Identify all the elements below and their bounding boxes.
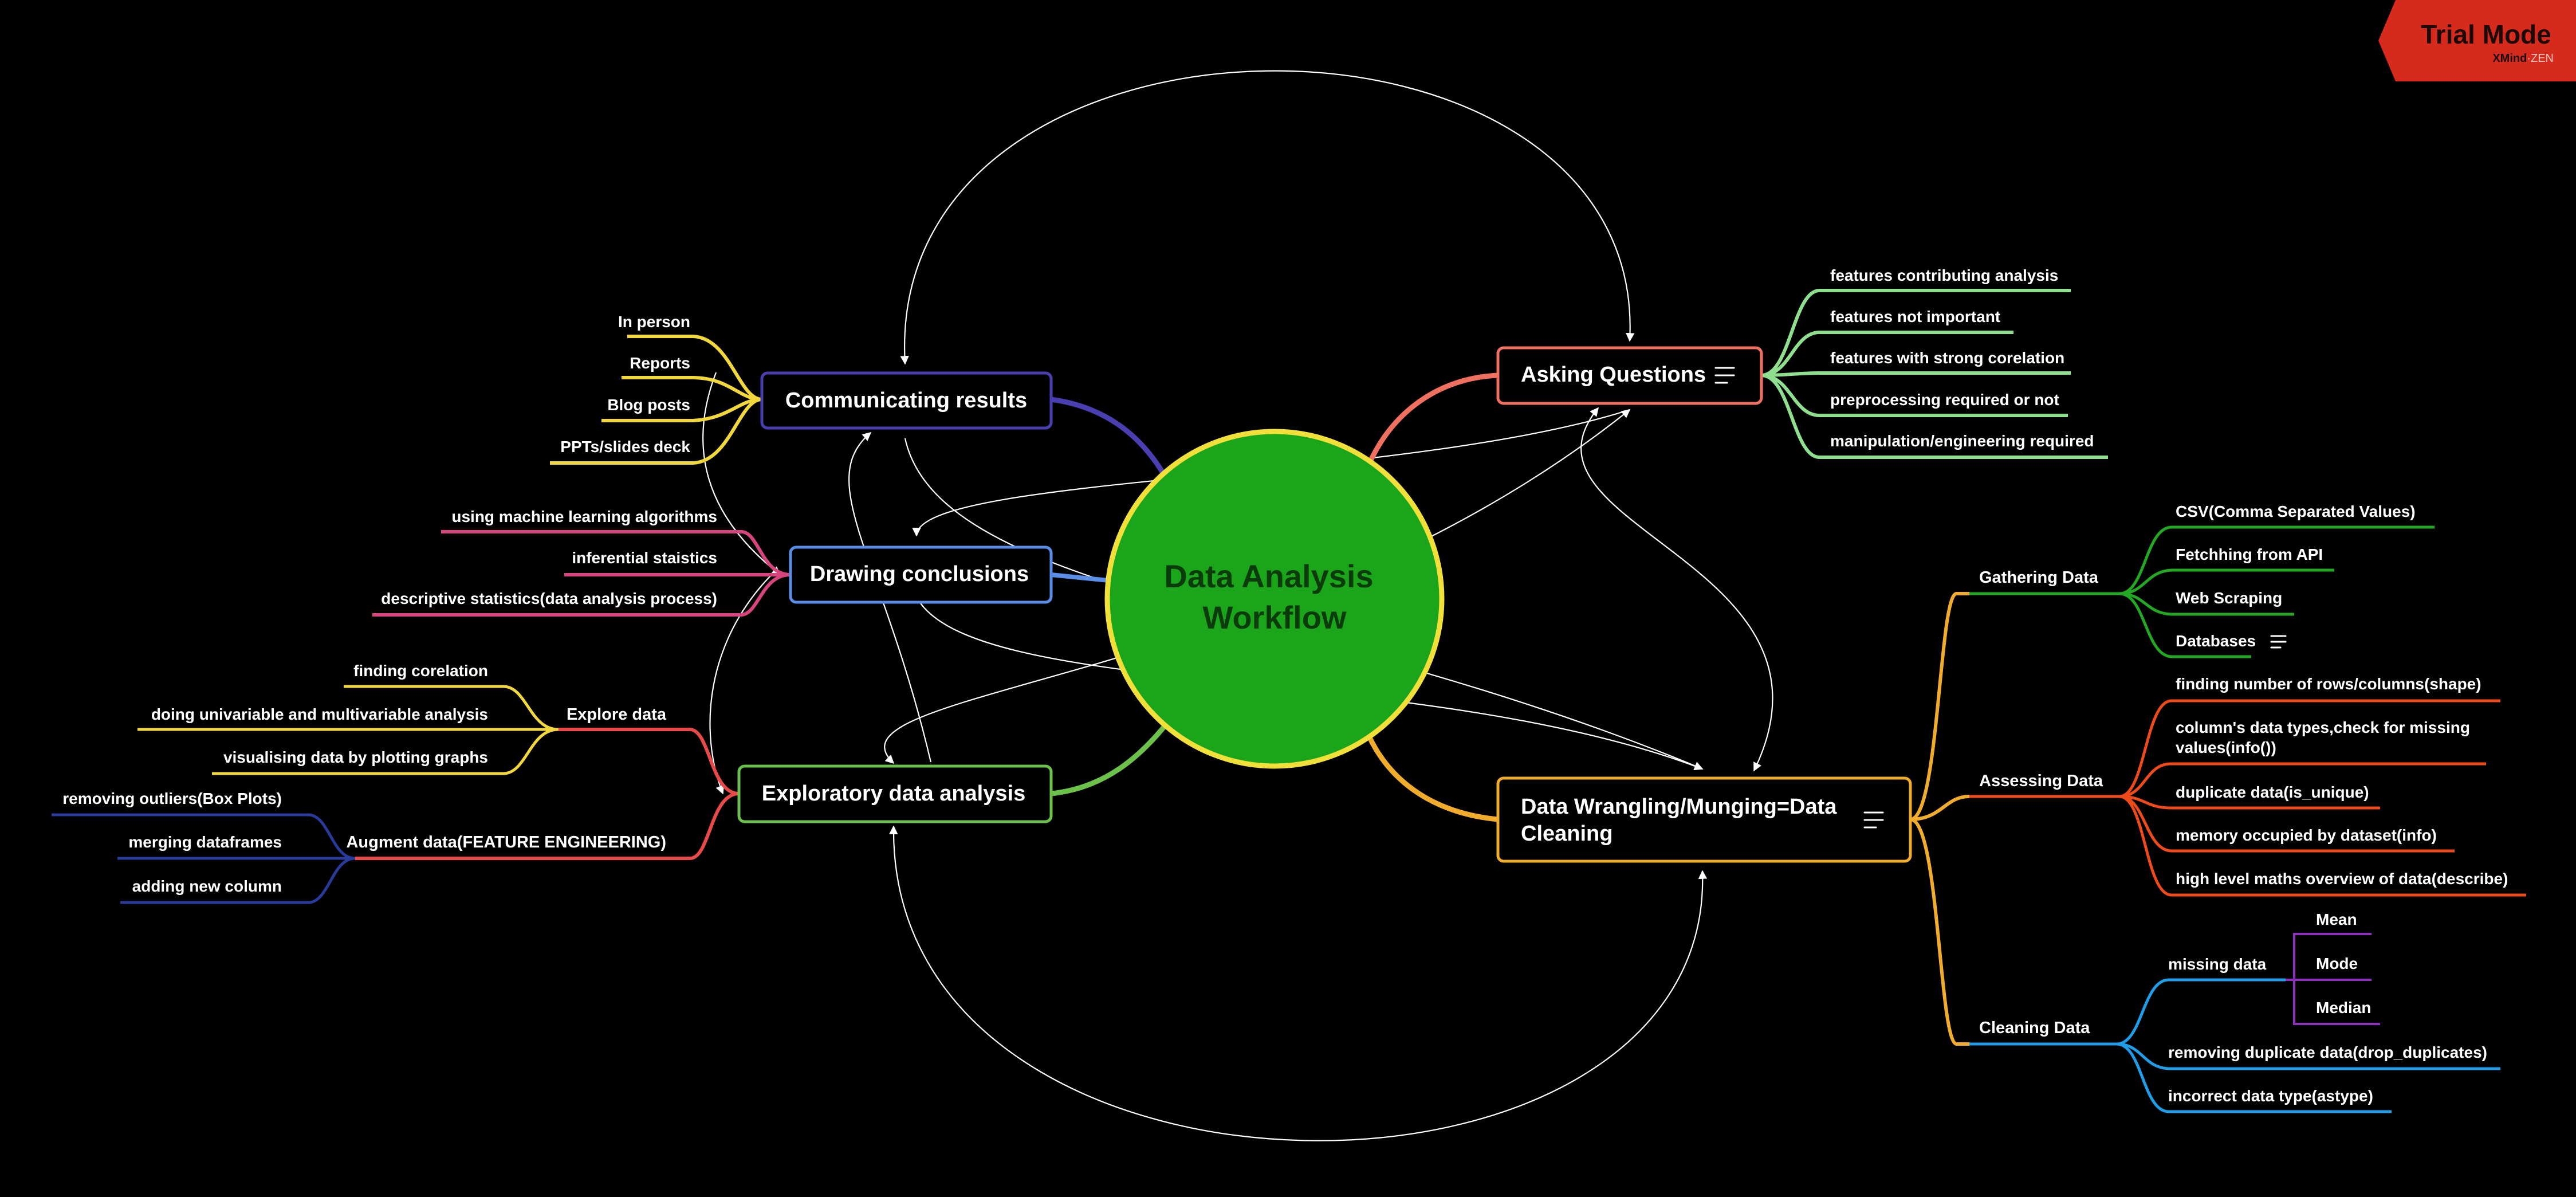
subtopic-mean[interactable]: Mean [2316, 910, 2357, 928]
subtopic-adding-new-column[interactable]: adding new column [132, 877, 282, 895]
notes-icon[interactable] [1863, 811, 1884, 829]
trial-mode-product: XMind·ZEN [2492, 52, 2554, 65]
subtopic-merging-dataframes[interactable]: merging dataframes [128, 833, 282, 851]
subtopic-univariable-multivariable[interactable]: doing univariable and multivariable anal… [151, 705, 488, 723]
notes-icon[interactable] [2270, 635, 2287, 649]
central-topic[interactable]: Data Analysis Workflow [1104, 429, 1445, 769]
central-topic-line2: Workflow [1203, 599, 1347, 635]
drawing-conclusions-label: Drawing conclusions [810, 562, 1029, 586]
subtopic-gathering-data[interactable]: Gathering Data [1979, 568, 2099, 587]
subtopic-mode[interactable]: Mode [2316, 955, 2358, 972]
subtopic-ppts-slides-deck[interactable]: PPTs/slides deck [560, 438, 690, 456]
subtopic-descriptive-statistics[interactable]: descriptive statistics(data analysis pro… [381, 590, 717, 607]
subtopic-maths-overview[interactable]: high level maths overview of data(descri… [2176, 870, 2508, 888]
communicating-results-topic[interactable] [760, 371, 1053, 430]
subtopic-assessing-data[interactable]: Assessing Data [1979, 772, 2103, 790]
subtopic-databases[interactable]: Databases [2176, 632, 2256, 650]
subtopic-median[interactable]: Median [2316, 999, 2371, 1017]
subtopic-cleaning-data[interactable]: Cleaning Data [1979, 1019, 2090, 1037]
subtopic-removing-duplicates[interactable]: removing duplicate data(drop_duplicates) [2168, 1043, 2487, 1061]
asking-questions-label: Asking Questions [1521, 363, 1706, 387]
data-wrangling-label-line1: Data Wrangling/Munging=Data [1521, 795, 1837, 819]
subtopic-manipulation-engineering[interactable]: manipulation/engineering required [1830, 432, 2094, 450]
drawing-conclusions-topic[interactable] [789, 545, 1053, 604]
notes-icon[interactable] [1714, 367, 1735, 384]
subtopic-duplicate-data[interactable]: duplicate data(is_unique) [2176, 783, 2369, 801]
subtopic-csv[interactable]: CSV(Comma Separated Values) [2176, 503, 2416, 520]
subtopic-missing-data[interactable]: missing data [2168, 955, 2267, 973]
subtopic-in-person[interactable]: In person [618, 313, 690, 331]
subtopic-data-types-line2[interactable]: values(info()) [2176, 739, 2276, 756]
asking-questions-topic[interactable] [1496, 346, 1763, 405]
subtopic-machine-learning[interactable]: using machine learning algorithms [451, 508, 717, 525]
data-wrangling-topic[interactable] [1496, 776, 1912, 863]
communicating-results-branch: Communicating results In person Reports … [550, 313, 1053, 465]
subtopic-removing-outliers[interactable]: removing outliers(Box Plots) [62, 790, 282, 807]
subtopic-visualising-data[interactable]: visualising data by plotting graphs [223, 748, 488, 766]
subtopic-inferential-statistics[interactable]: inferential staistics [572, 549, 717, 567]
subtopic-data-types-line1[interactable]: column's data types,check for missing [2176, 719, 2470, 736]
subtopic-rows-columns-shape[interactable]: finding number of rows/columns(shape) [2176, 675, 2481, 693]
subtopic-explore-data[interactable]: Explore data [567, 705, 667, 724]
data-wrangling-label-line2: Cleaning [1521, 822, 1613, 846]
subtopic-finding-corelation[interactable]: finding corelation [353, 662, 488, 680]
data-wrangling-branch: Data Wrangling/Munging=Data Cleaning Gat… [1496, 503, 2526, 1113]
subtopic-features-strong-corelation[interactable]: features with strong corelation [1830, 349, 2064, 367]
main-connectors [1051, 372, 1499, 822]
communicating-results-label: Communicating results [785, 388, 1027, 413]
subtopic-preprocessing-required[interactable]: preprocessing required or not [1830, 391, 2059, 409]
drawing-conclusions-branch: Drawing conclusions using machine learni… [372, 508, 1053, 617]
subtopic-web-scraping[interactable]: Web Scraping [2176, 589, 2282, 607]
trial-mode-badge[interactable]: Trial Mode XMind·ZEN [2378, 0, 2576, 81]
subtopic-fetching-api[interactable]: Fetchhing from API [2176, 545, 2323, 563]
asking-questions-branch: Asking Questions features contributing a… [1496, 266, 2108, 459]
exploratory-data-analysis-label: Exploratory data analysis [762, 782, 1025, 806]
subtopic-memory-occupied[interactable]: memory occupied by dataset(info) [2176, 826, 2437, 844]
subtopic-augment-data[interactable]: Augment data(FEATURE ENGINEERING) [346, 833, 666, 851]
trial-mode-title: Trial Mode [2421, 19, 2551, 49]
subtopic-features-contributing[interactable]: features contributing analysis [1830, 266, 2058, 284]
exploratory-data-analysis-topic[interactable] [737, 764, 1053, 823]
subtopic-blog-posts[interactable]: Blog posts [607, 396, 690, 414]
subtopic-features-not-important[interactable]: features not important [1830, 308, 2000, 325]
subtopic-incorrect-data-type[interactable]: incorrect data type(astype) [2168, 1087, 2373, 1105]
central-topic-line1: Data Analysis [1164, 558, 1373, 594]
subtopic-reports[interactable]: Reports [630, 354, 690, 372]
exploratory-data-analysis-branch: Exploratory data analysis Explore data A… [52, 662, 1053, 904]
